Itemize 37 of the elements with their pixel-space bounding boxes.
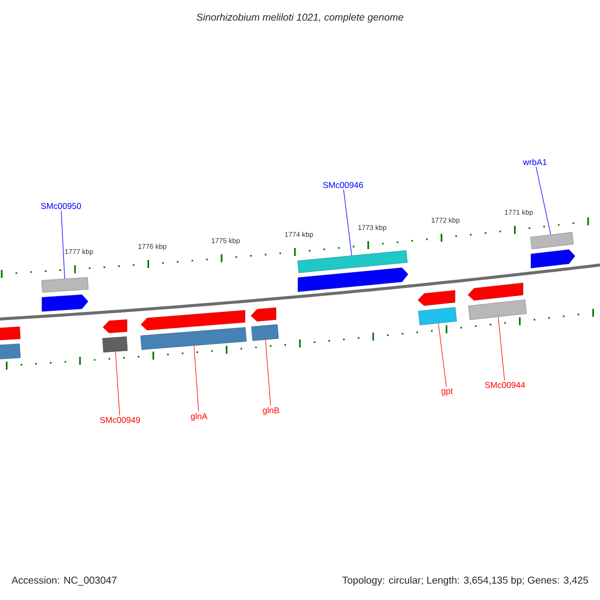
leader-line	[115, 351, 120, 416]
gene-label: glnB	[262, 407, 280, 415]
gene-box	[0, 326, 21, 341]
gene-label: SMc00950	[41, 203, 81, 209]
gene-feature	[418, 290, 456, 306]
gene-box	[530, 232, 574, 250]
leader-line	[498, 316, 505, 381]
gene-feature	[42, 294, 88, 312]
gene-box	[102, 336, 128, 352]
title: Sinorhizobium meliloti 1021, complete genome	[196, 13, 404, 23]
gene-label: SMc00946	[323, 182, 363, 188]
gene-label: gpt	[441, 388, 453, 396]
gene-label: SMc00944	[485, 382, 526, 388]
gene-feature	[468, 282, 524, 301]
gene-label: wrbA1	[522, 158, 547, 166]
gene-box	[140, 327, 247, 350]
genome-info-text: Topology: circular; Length: 3,654,135 bp; Genes: 3,425	[342, 576, 588, 586]
gene-box	[41, 277, 89, 293]
leader-line	[194, 345, 199, 412]
gene-box	[297, 250, 408, 273]
gene-box	[468, 300, 527, 320]
leader-line	[60, 210, 65, 279]
gene-label: glnA	[190, 413, 208, 421]
gene-feature	[102, 319, 128, 334]
leader-line	[438, 323, 447, 387]
gene-box	[418, 307, 457, 326]
gene-feature	[250, 307, 276, 322]
leader-line	[343, 189, 352, 256]
leader-line	[265, 339, 271, 406]
gene-feature	[530, 249, 576, 268]
gene-label: SMc00949	[100, 417, 140, 423]
gene-feature	[140, 310, 246, 330]
gene-feature	[298, 268, 408, 292]
leader-line	[536, 166, 551, 235]
gene-box	[251, 324, 279, 341]
accession-text: Accession: NC_003047	[12, 576, 116, 586]
gene-box	[0, 344, 21, 360]
